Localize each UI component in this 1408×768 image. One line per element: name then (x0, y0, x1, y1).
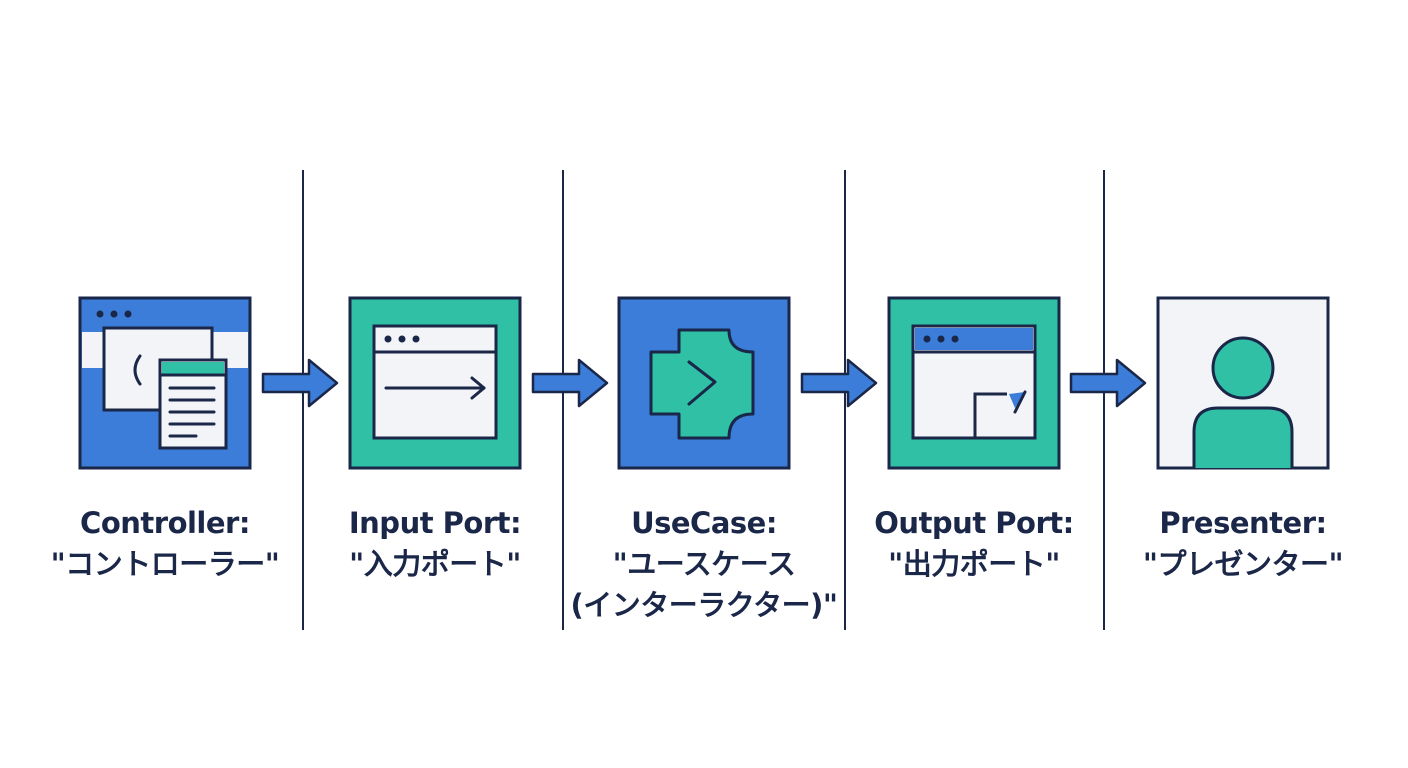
usecase-title: UseCase: (631, 506, 777, 540)
divider-2 (562, 170, 564, 630)
arrow-right-icon-2 (531, 358, 611, 408)
divider-4 (1103, 170, 1105, 630)
arrow-right-icon-1 (261, 358, 341, 408)
output-port-title: Output Port: (874, 506, 1074, 540)
arrow-right-icon-3 (800, 358, 880, 408)
controller-subtitle: "コントローラー" (50, 547, 280, 581)
input-port-label: Input Port: "入力ポート" (300, 503, 570, 585)
controller-label: Controller: "コントローラー" (30, 503, 300, 585)
usecase-icon (617, 296, 791, 470)
controller-title: Controller: (80, 506, 250, 540)
presenter-title: Presenter: (1159, 506, 1327, 540)
output-port-icon (887, 296, 1061, 470)
usecase-subtitle: "ユースケース (612, 547, 796, 581)
input-port-subtitle: "入力ポート" (349, 547, 521, 581)
divider-3 (844, 170, 846, 630)
presenter-label: Presenter: "プレゼンター" (1108, 503, 1378, 585)
divider-1 (302, 170, 304, 630)
arrow-right-icon-4 (1069, 358, 1149, 408)
presenter-icon (1156, 296, 1330, 470)
input-port-title: Input Port: (348, 506, 522, 540)
usecase-subtitle-2: (インターラクター)" (570, 588, 838, 622)
input-port-icon (348, 296, 522, 470)
output-port-subtitle: "出力ポート" (888, 547, 1060, 581)
usecase-label: UseCase: "ユースケース (インターラクター)" (569, 503, 839, 626)
presenter-subtitle: "プレゼンター" (1142, 547, 1344, 581)
output-port-label: Output Port: "出力ポート" (839, 503, 1109, 585)
controller-icon (78, 296, 252, 470)
